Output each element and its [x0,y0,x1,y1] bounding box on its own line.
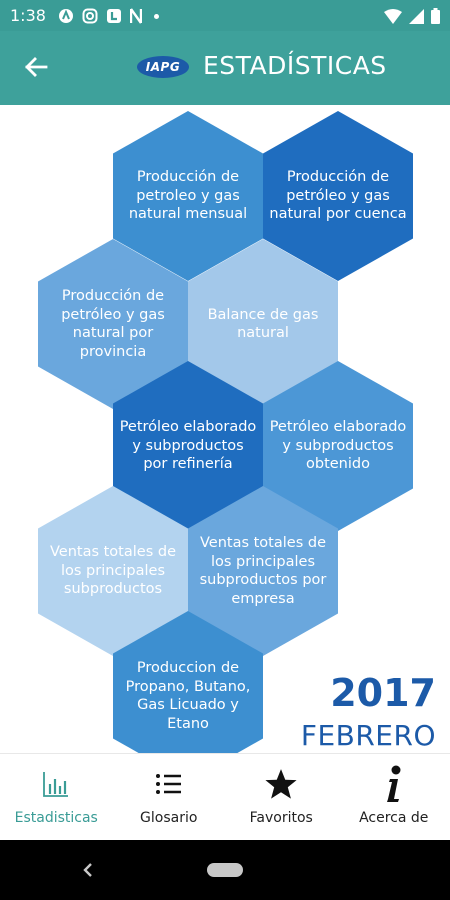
nav-acerca-de[interactable]: Acerca de [338,754,450,840]
hex-label: Producción de petróleo y gas natural por… [269,169,407,223]
app-bar: IAPG ESTADÍSTICAS [0,31,450,105]
hex-label: Balance de gas natural [207,306,319,342]
hex-label: Produccion de Propano, Butano, Gas Licua… [125,660,251,732]
bar-chart-icon [38,766,74,802]
system-home-button[interactable] [207,863,243,877]
nav-glosario[interactable]: Glosario [113,754,226,840]
hex-label: Petróleo elaborado y subproductos por re… [119,419,257,473]
nav-label: Favoritos [249,810,313,826]
hex-label: Ventas totales de los principales subpro… [49,544,176,598]
hex-label: Producción de petróleo y gas natural por… [61,288,165,360]
netflix-icon [130,8,142,24]
nav-label: Glosario [140,810,198,826]
system-status-icons [384,8,440,24]
back-arrow-icon[interactable] [20,51,52,83]
status-time: 1:38 [10,6,46,25]
bottom-navigation: Estadisticas Glosario Favoritos Acerca d… [0,753,450,840]
page-title: ESTADÍSTICAS [203,51,387,80]
instagram-icon [82,8,98,24]
list-icon [151,766,187,802]
hex-label: Ventas totales de los principales subpro… [199,535,327,607]
app-notification-icon [59,9,73,23]
info-icon [376,765,412,802]
nav-favoritos[interactable]: Favoritos [225,754,338,840]
nav-label: Acerca de [359,810,429,826]
star-icon [263,766,299,802]
nav-estadisticas[interactable]: Estadisticas [0,754,113,840]
system-back-icon[interactable] [80,860,96,880]
statistics-hex-grid: Producción de petroleo y gas natural men… [0,105,450,753]
battery-icon [431,8,440,24]
hex-label: Petróleo elaborado y subproductos obteni… [269,419,407,473]
status-bar: 1:38 [0,0,450,31]
app-l-icon [107,9,121,23]
iapg-logo: IAPG [137,56,189,78]
period-year: 2017 [330,671,436,715]
hex-label: Producción de petroleo y gas natural men… [128,169,248,223]
system-nav-bar [0,840,450,900]
hex-petroleo-obtenido[interactable]: Petróleo elaborado y subproductos obteni… [263,361,413,531]
signal-icon [409,8,424,24]
wifi-icon [384,8,402,24]
more-notifications-icon [154,13,159,19]
nav-label: Estadisticas [14,810,98,826]
notification-icons [58,8,159,24]
period-month: FEBRERO [300,719,436,752]
